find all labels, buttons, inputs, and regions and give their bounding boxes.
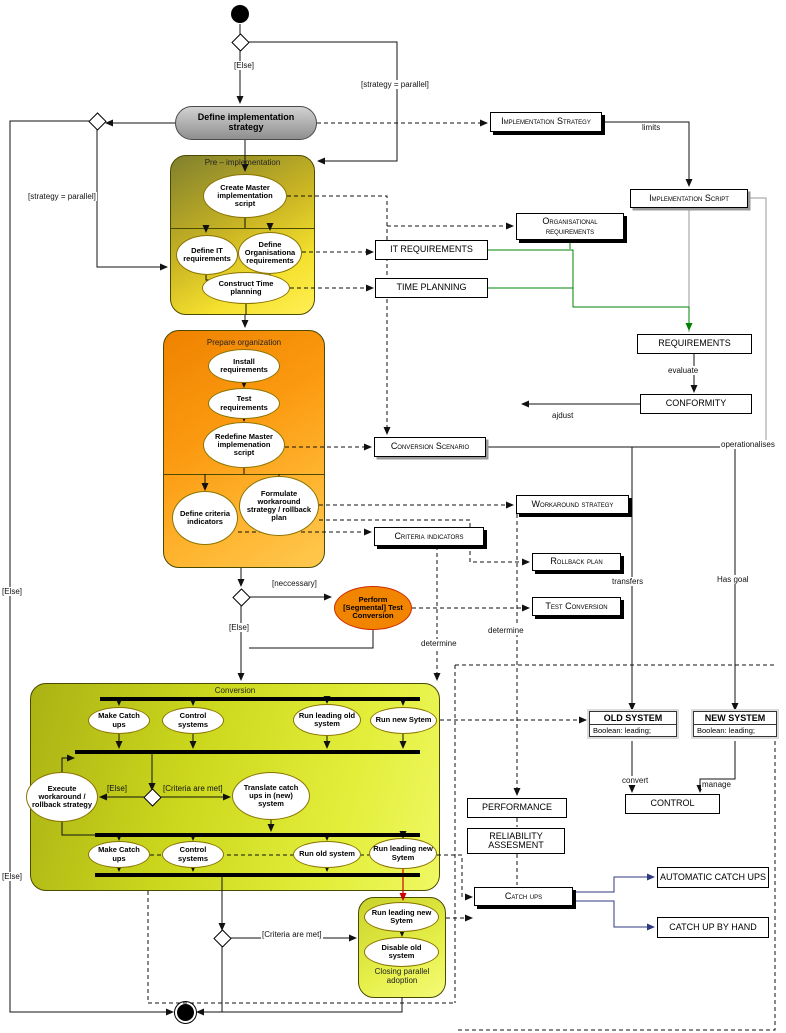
class-old-system: OLD SYSTEM Boolean: leading; (589, 711, 677, 737)
object-catch-up-by-hand: CATCH UP BY HAND (657, 917, 769, 938)
activity-create-master-script: Create Master implementation script (203, 174, 287, 218)
join-bar-1 (75, 750, 420, 754)
object-control: CONTROL (625, 794, 720, 814)
phase-prepare-organization-separator (163, 474, 325, 475)
activity-define-org-requirements: Define Organisationa requirements (238, 232, 302, 274)
activity-perform-test-conversion: Perform [Segmental] Test Conversion (334, 586, 412, 630)
edge-label-neccessary: [neccessary] (271, 579, 318, 588)
activity-define-implementation-strategy: Define implementation strategy (175, 106, 317, 140)
activity-execute-workaround: Execute workaround / rollback strategy (26, 772, 98, 822)
edge-label-ajdust: ajdust (551, 411, 575, 420)
edge-label-else-left-2: [Else] (1, 872, 24, 881)
activity-construct-time-planning: Construct Time planning (202, 272, 290, 304)
edge-label-strategy-parallel-left: [strategy = parallel] (27, 192, 97, 201)
edge-label-transfers: transfers (611, 577, 645, 586)
object-organisational-requirements: Organisational requirements (516, 213, 624, 240)
fork-bar-2 (95, 833, 420, 837)
activity-test-requirements: Test requirements (208, 388, 280, 419)
edge-label-determine-1: determine (420, 639, 458, 648)
object-implementation-strategy: Implementation Strategy (490, 112, 602, 132)
phase-conversion-title: Conversion (214, 686, 256, 695)
phase-pre-implementation-title: Pre – implementation (204, 158, 281, 167)
object-implementation-script: Implementation Script (630, 189, 748, 208)
object-reliability-assesment: RELIABILITY ASSESMENT (467, 828, 565, 854)
edge-label-determine-2: determine (487, 626, 525, 635)
activity-control-systems-2: Control systems (162, 841, 224, 868)
class-old-system-title: OLD SYSTEM (590, 712, 676, 725)
activity-disable-old-system: Disable old system (364, 937, 439, 967)
edge-label-manage: manage (701, 780, 732, 789)
activity-formulate-workaround: Formulate workaround strategy / rollback… (239, 476, 319, 536)
edge-label-else-top: [Else] (233, 61, 256, 70)
activity-run-new-sytem: Run new Sytem (370, 707, 437, 734)
activity-control-systems-1: Control systems (162, 707, 224, 734)
object-time-planning: TIME PLANNING (375, 278, 488, 298)
object-requirements: REQUIREMENTS (637, 334, 752, 354)
phase-prepare-organization-title: Prepare organization (206, 338, 282, 347)
phase-closing-title: Closing parallel adoption (374, 967, 430, 985)
edge-label-else-conversion: [Else] (107, 784, 128, 793)
edge-label-operationalises: operationalises (720, 440, 776, 449)
object-it-requirements: IT REQUIREMENTS (375, 240, 488, 260)
fork-bar-1 (100, 697, 420, 701)
class-new-system-title: NEW SYSTEM (694, 712, 776, 725)
edge-label-criteria-met-bottom: [Criteria are met] (261, 930, 323, 939)
edge-label-else-left-1: [Else] (1, 587, 24, 596)
phase-pre-implementation-separator (170, 228, 315, 229)
object-test-conversion: Test Conversion (532, 597, 621, 616)
activity-run-leading-new-sytem-2: Run leading new Sytem (364, 902, 439, 932)
edge-label-limits: limits (641, 123, 662, 132)
activity-make-catch-ups-2: Make Catch ups (88, 841, 150, 868)
edge-label-strategy-parallel-right: [strategy = parallel] (360, 80, 430, 89)
object-catch-ups: Catch ups (474, 887, 573, 906)
edge-label-evaluate: evaluate (667, 366, 700, 375)
activity-define-it-requirements: Define IT requirements (176, 235, 238, 275)
activity-run-leading-old-system: Run leading old system (293, 704, 361, 736)
final-node (174, 1001, 197, 1024)
object-conformity: CONFORMITY (640, 394, 752, 414)
activity-install-requirements: Install requirements (208, 349, 280, 383)
activity-run-old-system: Run old system (293, 841, 361, 868)
object-rollback-plan: Rollback plan (532, 553, 621, 571)
initial-node (231, 5, 249, 23)
object-conversion-scenario: Conversion Scenario (374, 437, 486, 457)
object-criteria-indicators: Criteria indicators (374, 527, 484, 546)
activity-make-catch-ups-1: Make Catch ups (88, 707, 150, 734)
class-new-system-attribute: Boolean: leading; (697, 726, 755, 735)
activity-run-leading-new-sytem-1: Run leading new Sytem (369, 838, 437, 869)
object-automatic-catch-ups: AUTOMATIC CATCH UPS (657, 867, 769, 888)
class-old-system-attribute: Boolean: leading; (593, 726, 651, 735)
edge-label-has-goal: Has goal (716, 575, 750, 584)
class-new-system: NEW SYSTEM Boolean: leading; (693, 711, 777, 737)
activity-translate-catch-ups: Translate catch ups in (new) system (232, 772, 310, 820)
activity-redefine-master-script: Redefine Master implemenation script (203, 422, 285, 468)
join-bar-2 (95, 873, 420, 877)
object-performance: PERFORMANCE (467, 798, 567, 818)
edge-label-convert: convert (621, 776, 650, 785)
object-workaround-strategy: Workaround strategy (516, 495, 629, 514)
edge-label-criteria-met-conversion: [Criteria are met] (163, 784, 223, 793)
edge-label-else-mid: [Else] (228, 623, 251, 632)
activity-define-criteria-indicators: Define criteria indicators (172, 491, 238, 545)
